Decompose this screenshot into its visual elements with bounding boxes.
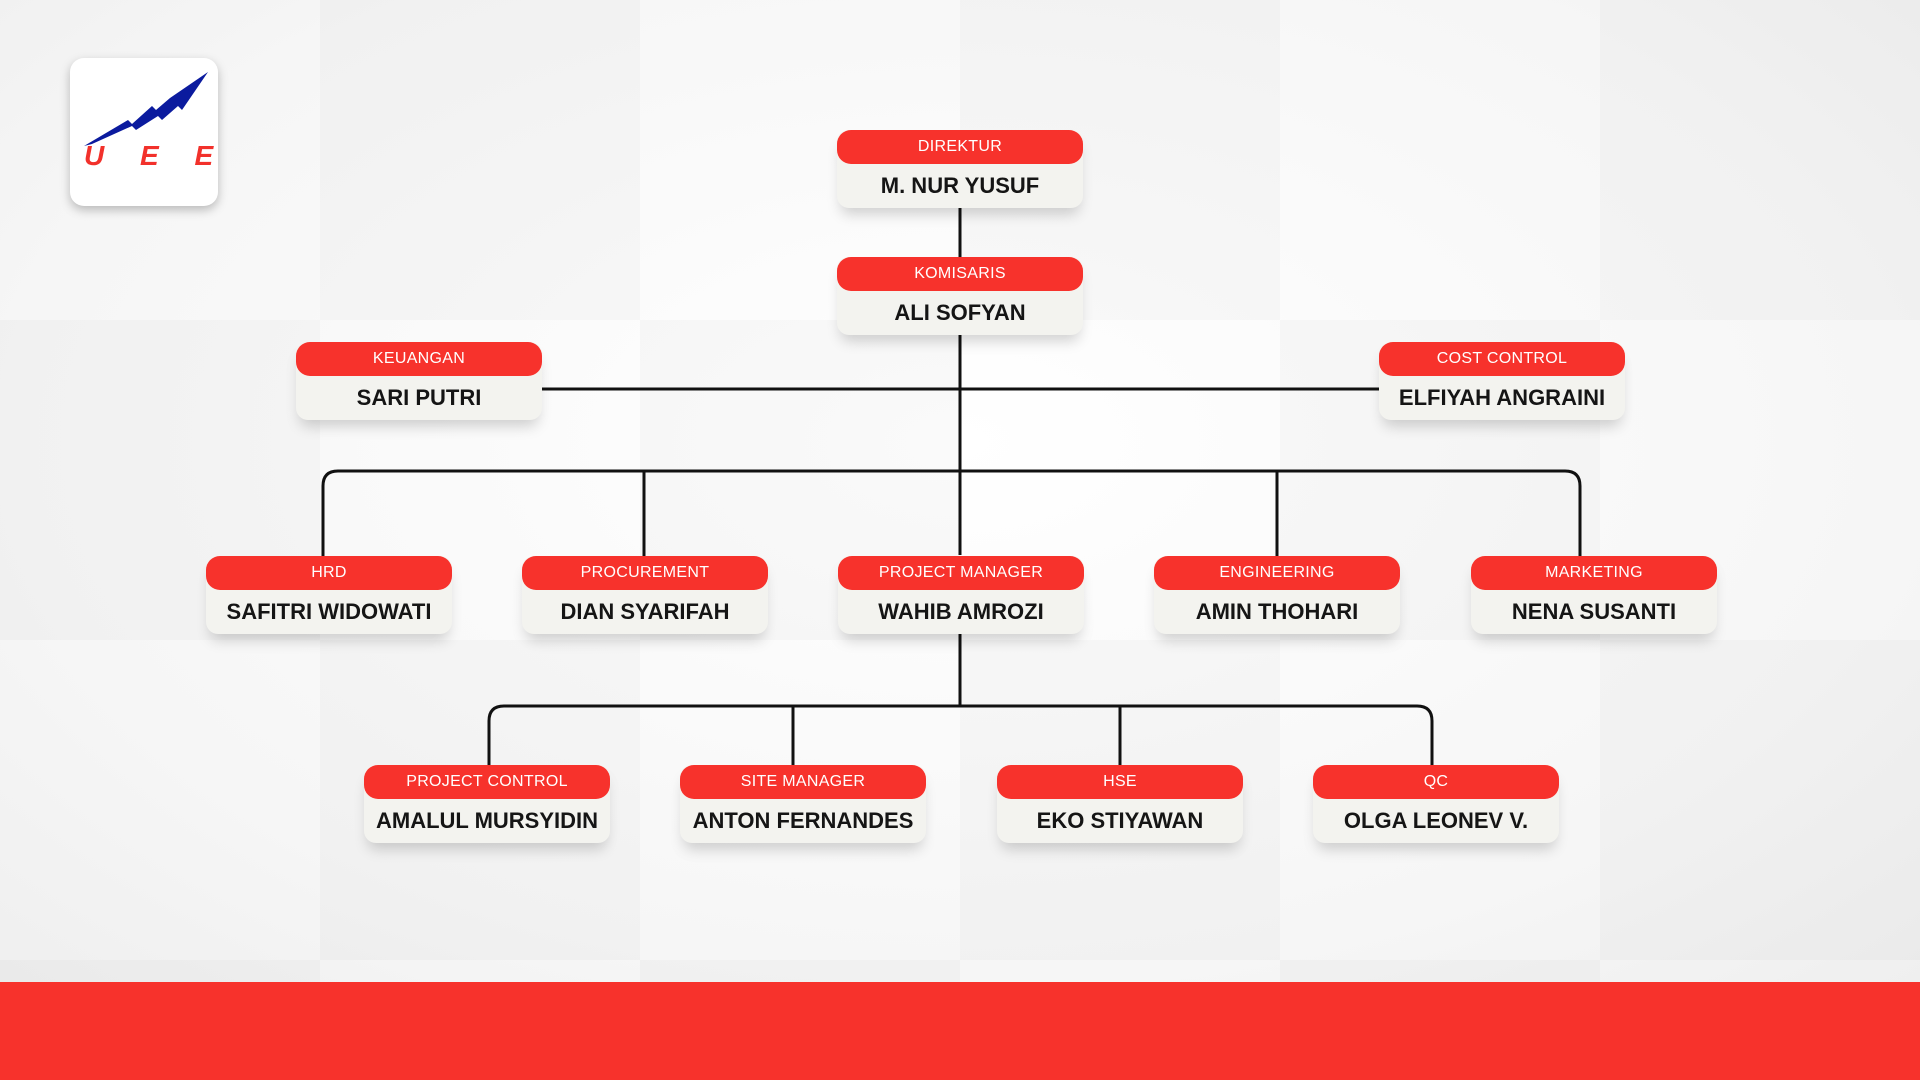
footer-bar [0,982,1920,1080]
person-name: OLGA LEONEV V. [1343,808,1529,833]
role-label: ENGINEERING [1154,556,1400,590]
card-project-control: PROJECT CONTROL AMALUL MURSYIDIN [364,765,610,843]
role-label: KEUANGAN [296,342,542,376]
role-label: HRD [206,556,452,590]
role-label: PROJECT MANAGER [838,556,1084,590]
person-name: AMIN THOHARI [1195,599,1359,624]
card-komisaris: KOMISARIS ALI SOFYAN [837,257,1083,335]
person-name: M. NUR YUSUF [880,173,1040,198]
svg-text:U E E: U E E [84,140,218,171]
card-keuangan: KEUANGAN SARI PUTRI [296,342,542,420]
lightning-bolt-icon: U E E [84,72,218,171]
card-engineering: ENGINEERING AMIN THOHARI [1154,556,1400,634]
person-name: SARI PUTRI [356,385,482,410]
card-hse: HSE EKO STIYAWAN [997,765,1243,843]
role-label: DIREKTUR [837,130,1083,164]
company-logo: U E E [70,58,218,206]
role-label: MARKETING [1471,556,1717,590]
person-name: ELFIYAH ANGRAINI [1398,385,1606,410]
person-name: ANTON FERNANDES [692,808,914,833]
card-hrd: HRD SAFITRI WIDOWATI [206,556,452,634]
role-label: SITE MANAGER [680,765,926,799]
card-site-manager: SITE MANAGER ANTON FERNANDES [680,765,926,843]
card-procurement: PROCUREMENT DIAN SYARIFAH [522,556,768,634]
person-name: NENA SUSANTI [1511,599,1677,624]
card-cost-control: COST CONTROL ELFIYAH ANGRAINI [1379,342,1625,420]
role-label: PROJECT CONTROL [364,765,610,799]
person-name: WAHIB AMROZI [878,599,1044,624]
person-name: SAFITRI WIDOWATI [226,599,432,624]
person-name: DIAN SYARIFAH [560,599,730,624]
person-name: ALI SOFYAN [894,300,1026,325]
role-label: COST CONTROL [1379,342,1625,376]
org-connectors [321,207,1582,765]
card-qc: QC OLGA LEONEV V. [1313,765,1559,843]
person-name: EKO STIYAWAN [1036,808,1204,833]
role-label: PROCUREMENT [522,556,768,590]
role-label: HSE [997,765,1243,799]
role-label: KOMISARIS [837,257,1083,291]
card-direktur: DIREKTUR M. NUR YUSUF [837,130,1083,208]
person-name: AMALUL MURSYIDIN [375,808,599,833]
role-label: QC [1313,765,1559,799]
card-marketing: MARKETING NENA SUSANTI [1471,556,1717,634]
card-project-manager: PROJECT MANAGER WAHIB AMROZI [838,556,1084,634]
